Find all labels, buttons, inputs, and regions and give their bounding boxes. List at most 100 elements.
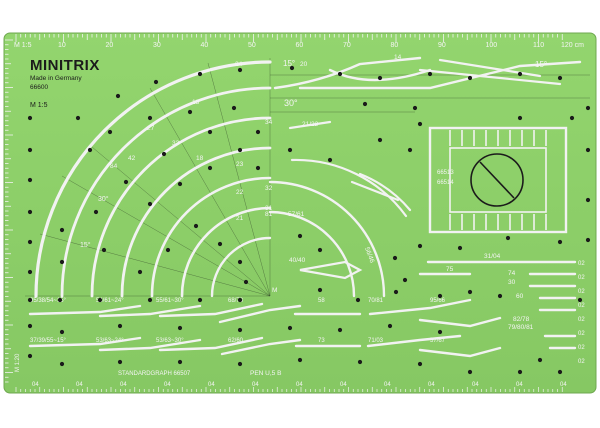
positioning-hole	[147, 201, 153, 207]
right-side-part-codes: 31/04 75 74 30 60 82/78 79/80/81	[446, 253, 534, 331]
positioning-hole	[577, 297, 583, 303]
positioning-hole	[317, 287, 323, 293]
switch-label-upper: 58	[318, 298, 325, 304]
positioning-hole	[417, 361, 423, 367]
positioning-hole	[569, 115, 575, 121]
positioning-hole	[387, 323, 393, 329]
label-21: 21	[236, 215, 244, 222]
right-code: 02	[578, 317, 585, 323]
label-24-top: 24	[235, 61, 243, 68]
positioning-hole	[317, 247, 323, 253]
straight-track-cutouts	[418, 260, 577, 350]
angle-labels: 15° 30° 15° 30° 15°	[80, 59, 547, 249]
positioning-hole	[585, 147, 591, 153]
top-ruler-number: 20	[106, 42, 114, 49]
positioning-hole	[417, 243, 423, 249]
positioning-hole	[407, 147, 413, 153]
positioning-hole	[117, 323, 123, 329]
label-84: 84	[110, 163, 118, 170]
bottom-code: 04	[32, 382, 39, 388]
switch-label-lower: 71/03	[368, 338, 384, 344]
label-60: 60	[516, 293, 524, 300]
bottom-code: 04	[120, 382, 127, 388]
positioning-hole	[287, 147, 293, 153]
positioning-hole	[377, 75, 383, 81]
label-22: 22	[236, 189, 244, 196]
bottom-switch-cutouts	[28, 298, 502, 358]
top-ruler-number: 110	[533, 42, 544, 49]
positioning-hole	[585, 105, 591, 111]
bottom-code: 04	[208, 382, 215, 388]
positioning-hole	[412, 105, 418, 111]
positioning-hole	[557, 369, 563, 375]
bottom-code: 04	[560, 382, 567, 388]
positioning-hole	[161, 151, 167, 157]
right-code: 02	[578, 331, 585, 337]
positioning-hole	[297, 357, 303, 363]
top-ruler-number: 50	[248, 42, 256, 49]
positioning-hole	[427, 71, 433, 77]
angle-30: 30°	[284, 98, 298, 108]
label-31-04: 31/04	[484, 253, 501, 260]
brand-origin: Made in Germany	[30, 75, 82, 82]
right-code: 02	[578, 359, 585, 365]
angle-15-top: 15°	[283, 59, 295, 68]
label-18: 18	[196, 155, 204, 162]
top-ruler-number: 60	[296, 42, 304, 49]
brand-article-number: 66600	[30, 84, 48, 91]
right-code: 02	[578, 303, 585, 309]
left-scale-code: M 1:20	[15, 353, 21, 372]
top-ruler-number: 100	[486, 42, 498, 49]
label-75: 75	[446, 266, 454, 273]
positioning-hole	[217, 241, 223, 247]
positioning-hole	[393, 289, 399, 295]
switch-label-lower: 57/67	[430, 338, 446, 344]
positioning-hole	[27, 177, 33, 183]
top-ruler-number: 40	[201, 42, 209, 49]
positioning-hole	[237, 259, 243, 265]
label-27: 27	[147, 125, 155, 132]
switch-label-upper: 68/78	[228, 298, 244, 304]
switch-label-lower: 73	[318, 338, 325, 344]
positioning-hole	[27, 147, 33, 153]
positioning-hole	[87, 147, 93, 153]
turntable-code-b: 66514	[437, 180, 454, 186]
positioning-hole	[237, 361, 243, 367]
bottom-code: 04	[340, 382, 347, 388]
positioning-hole	[237, 297, 243, 303]
top-left-scale: M 1:5	[14, 42, 32, 49]
positioning-hole	[231, 105, 237, 111]
turntable-cutout	[428, 126, 568, 234]
switch-label-lower: 53/63~24°	[96, 338, 124, 344]
bottom-code: 04	[252, 382, 259, 388]
positioning-hole	[27, 115, 33, 121]
positioning-hole	[517, 369, 523, 375]
positioning-hole	[207, 129, 213, 135]
positioning-hole	[402, 277, 408, 283]
positioning-hole	[193, 223, 199, 229]
bottom-ruler-ticks	[15, 387, 563, 392]
switch-label-lower: 53/63~30°	[156, 338, 184, 344]
switch-label-lower: 62/60	[228, 338, 244, 344]
part-number-labels: 24 14 20 21/22 27 13 22 57/61 21 23 32 1…	[110, 54, 402, 294]
bottom-code: 04	[76, 382, 83, 388]
bottom-code: 04	[428, 382, 435, 388]
switch-label-upper: 54/61~24°	[96, 298, 124, 304]
positioning-hole	[123, 179, 129, 185]
positioning-hole	[557, 239, 563, 245]
positioning-hole	[467, 75, 473, 81]
top-ruler-number: 70	[343, 42, 351, 49]
positioning-hole	[59, 259, 65, 265]
label-30: 30	[508, 279, 516, 286]
positioning-hole	[327, 157, 333, 163]
positioning-hole	[147, 297, 153, 303]
label-74: 74	[508, 270, 516, 277]
positioning-hole	[187, 109, 193, 115]
positioning-hole	[59, 227, 65, 233]
positioning-hole	[287, 325, 293, 331]
right-code: 02	[578, 261, 585, 267]
